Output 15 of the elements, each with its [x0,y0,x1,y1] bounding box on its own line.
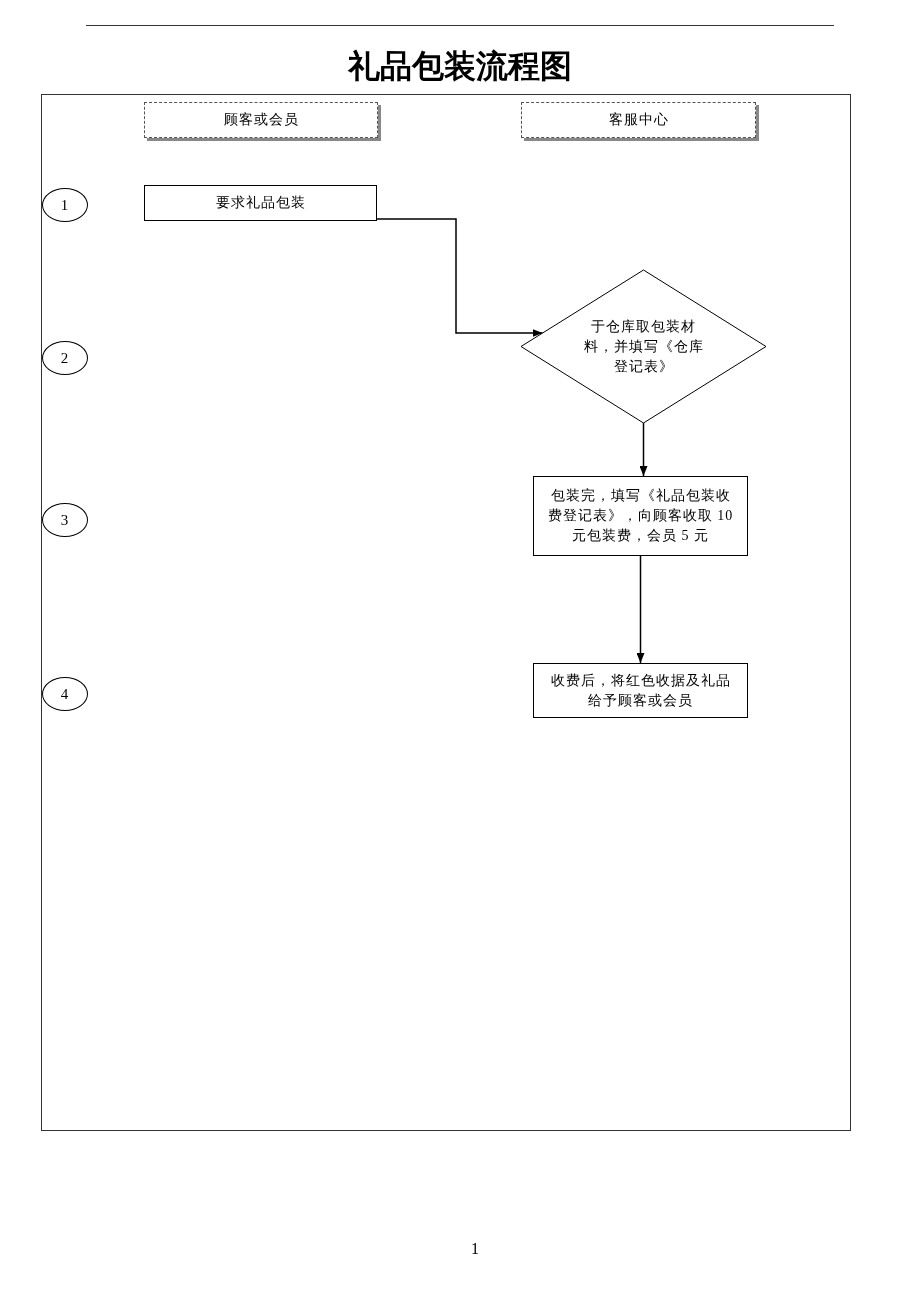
process-box: 收费后，将红色收据及礼品给予顾客或会员 [533,663,748,718]
step-number-circle: 4 [42,677,88,711]
lane-header: 顾客或会员 [144,102,378,138]
process-box: 要求礼品包装 [144,185,377,221]
step-number-circle: 1 [42,188,88,222]
step-number-circle: 3 [42,503,88,537]
arrow [639,422,648,477]
decision-diamond: 于仓库取包装材料，并填写《仓库登记表》 [521,270,766,423]
arrow [636,555,645,664]
diagram-title: 礼品包装流程图 [347,47,573,86]
page-number: 1 [470,1240,480,1258]
step-number-circle: 2 [42,341,88,375]
arrow [376,218,544,337]
process-box: 包装完，填写《礼品包装收费登记表》，向顾客收取 10 元包装费，会员 5 元 [533,476,748,556]
lane-header: 客服中心 [521,102,756,138]
